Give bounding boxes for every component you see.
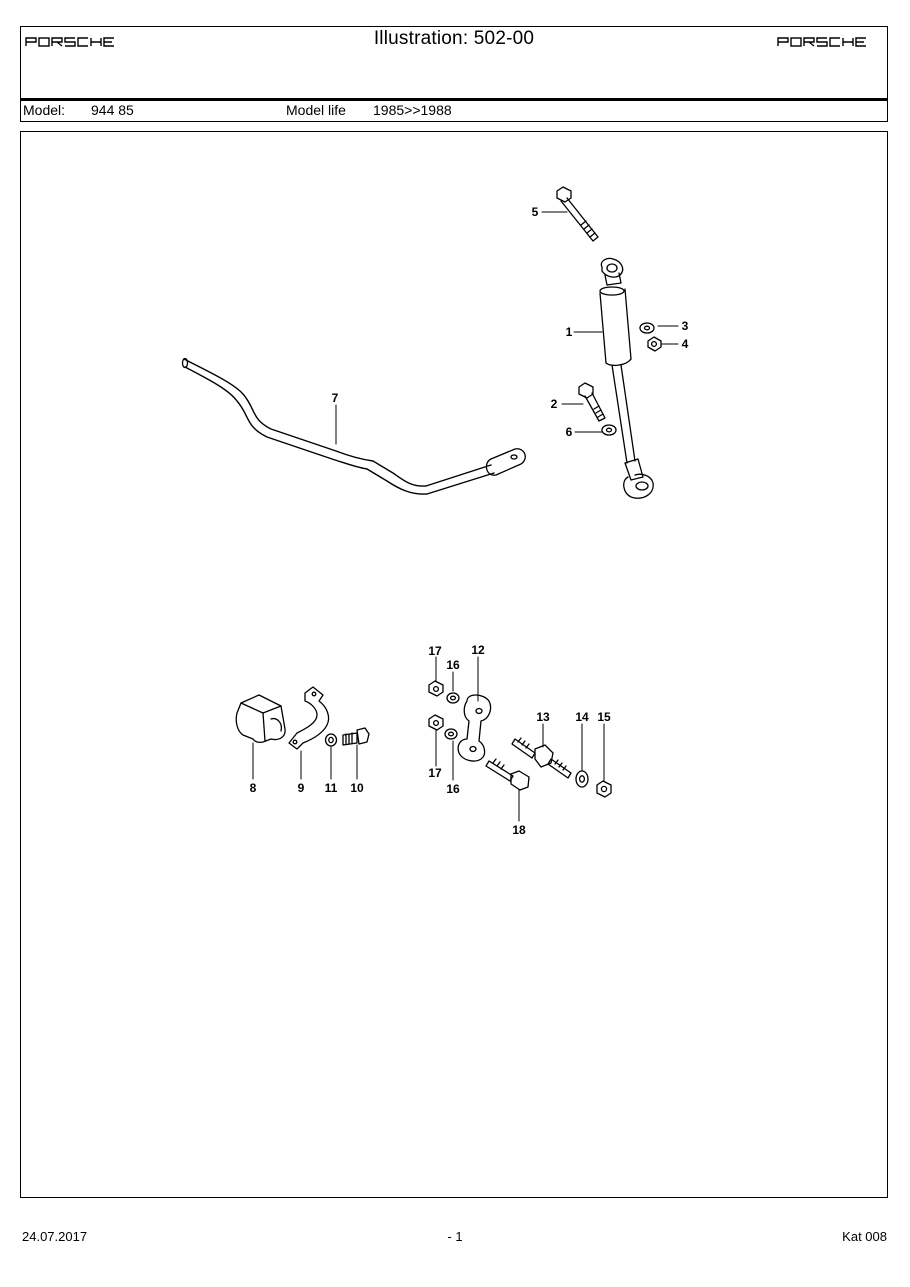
washer-3-drawing <box>639 322 655 334</box>
callout-7: 7 <box>332 391 339 405</box>
porsche-logo-left <box>25 37 114 47</box>
footer-page: - 1 <box>447 1229 463 1244</box>
page-title: Illustration: 502-00 <box>373 28 535 49</box>
callout-12: 12 <box>471 643 485 657</box>
callout-3: 3 <box>682 319 689 333</box>
bolt-2-drawing <box>578 382 606 422</box>
model-life-label: Model life <box>286 102 346 118</box>
parts-diagram: 5 1 3 4 2 6 7 17 16 12 13 14 15 8 9 11 1… <box>20 131 888 1198</box>
callout-6: 6 <box>566 425 573 439</box>
model-value: 944 85 <box>91 102 134 118</box>
bracket-9-drawing <box>288 686 330 750</box>
callout-5: 5 <box>532 205 539 219</box>
callout-17-top: 17 <box>428 644 442 658</box>
callout-2: 2 <box>551 397 558 411</box>
callout-17-bottom: 17 <box>428 766 442 780</box>
nut-17-bottom-drawing <box>428 714 444 731</box>
footer-date: 24.07.2017 <box>22 1229 88 1244</box>
model-row: Model: 944 85 Model life 1985>>1988 <box>21 101 887 121</box>
washer-6-drawing <box>601 424 617 436</box>
nut-15-drawing <box>596 780 612 798</box>
callout-16-top: 16 <box>446 658 460 672</box>
callout-11: 11 <box>325 781 338 795</box>
coupling-rod-12-drawing <box>457 694 492 762</box>
nut-17-top-drawing <box>428 680 444 697</box>
shock-absorber-drawing <box>599 257 654 499</box>
bushing-8-drawing <box>235 694 286 744</box>
callout-9: 9 <box>298 781 305 795</box>
callout-1: 1 <box>566 325 573 339</box>
bolt-18-drawing <box>485 758 530 791</box>
callout-13: 13 <box>536 710 550 724</box>
callout-8: 8 <box>250 781 257 795</box>
screw-10-drawing <box>342 727 370 746</box>
callout-18: 18 <box>512 823 526 837</box>
callout-10: 10 <box>350 781 364 795</box>
bolt-5-drawing <box>556 186 599 242</box>
lock-washer-11-drawing <box>324 733 338 747</box>
porsche-logo-right <box>777 37 866 47</box>
stud-13-drawing <box>511 737 572 779</box>
leader-lines <box>252 211 679 822</box>
stabilizer-bar-drawing <box>181 357 526 495</box>
parts-illustration: 5 1 3 4 2 6 7 17 16 12 13 14 15 8 9 11 1… <box>181 186 689 837</box>
footer-catalog: Kat 008 <box>842 1229 887 1244</box>
model-label: Model: <box>23 102 66 118</box>
header-rule <box>21 98 887 101</box>
callout-4: 4 <box>682 337 689 351</box>
callout-15: 15 <box>597 710 611 724</box>
header-box: Illustration: 502-00 Model: 944 85 Model… <box>20 26 888 122</box>
nut-4-drawing <box>647 336 662 352</box>
washer-16-bottom-drawing <box>444 728 458 740</box>
model-life-value: 1985>>1988 <box>373 102 452 118</box>
callout-14: 14 <box>575 710 589 724</box>
washer-16-top-drawing <box>446 692 460 704</box>
callout-16-bottom: 16 <box>446 782 460 796</box>
washer-14-drawing <box>575 770 589 788</box>
